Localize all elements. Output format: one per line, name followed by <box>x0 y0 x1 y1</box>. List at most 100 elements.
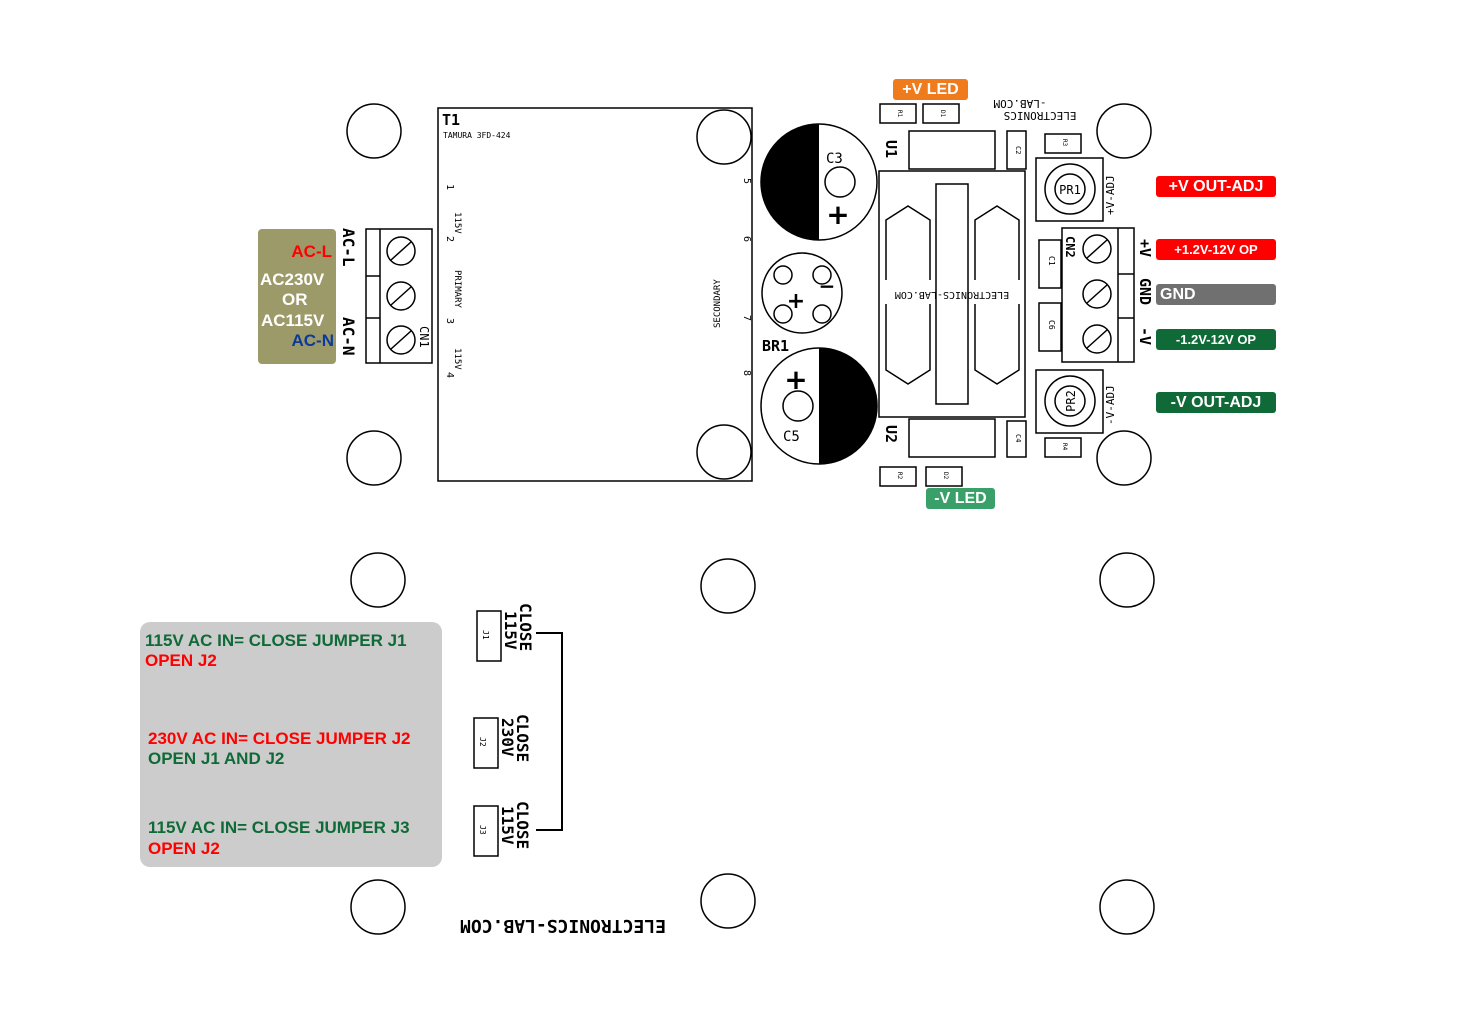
ac-line-label: AC-L <box>291 242 332 261</box>
label-minus-v-adj: -V-ADJ <box>1104 385 1117 425</box>
mounting-hole <box>1099 552 1155 608</box>
jumper-j1 <box>476 610 502 662</box>
label-r4: R4 <box>1061 443 1068 451</box>
transformer-ref: T1 <box>442 111 460 129</box>
label-d2: D2 <box>942 472 949 480</box>
label-u2: U2 <box>882 425 900 443</box>
label-j3: J3 <box>478 825 487 835</box>
c5-polarity-fill <box>819 348 877 464</box>
plus-op-label: +1.2V-12V OP <box>1156 239 1276 260</box>
jumper-notes-box: 115V AC IN= CLOSE JUMPER J1 OPEN J2 230V… <box>140 622 442 867</box>
label-cn2: CN2 <box>1063 236 1077 258</box>
label-ac-l: AC-L <box>339 228 358 267</box>
mounting-hole <box>1099 879 1155 935</box>
label-j2: J2 <box>478 737 487 747</box>
label-r3: R3 <box>1061 139 1068 147</box>
label-pr2: PR2 <box>1064 390 1078 412</box>
capacitor-c6 <box>1038 302 1062 352</box>
minus-v-out-adj-label: -V OUT-ADJ <box>1156 392 1276 413</box>
heatsink <box>878 170 1026 418</box>
jumper-j2-volts: 230V <box>498 718 517 757</box>
trimmer-pr1 <box>1035 157 1104 222</box>
capacitor-c4 <box>1006 420 1027 458</box>
resistor-r2 <box>879 466 917 487</box>
transformer-outline <box>437 107 753 482</box>
label-u1: U1 <box>882 140 900 158</box>
label-c2: C2 <box>1014 146 1022 154</box>
bridge-rectifier-br1 <box>761 252 843 334</box>
note-1-line-2: OPEN J2 <box>145 651 217 670</box>
mounting-hole <box>1096 103 1152 159</box>
led-d1 <box>922 103 960 124</box>
trimmer-pr2 <box>1035 369 1104 434</box>
label-minus-v: -V <box>1136 327 1154 345</box>
plus-v-led-label: +V LED <box>893 79 968 100</box>
regulator-u2 <box>908 418 996 458</box>
led-d2 <box>925 466 963 487</box>
transformer-pin-5: 5 <box>741 178 752 184</box>
label-plus-v-adj: +V-ADJ <box>1104 175 1117 215</box>
brand-top-1: ELECTRONICS <box>1004 109 1077 122</box>
brand-bottom: ELECTRONICS-LAB.COM <box>460 915 666 936</box>
brand-center: ELECTRONICS-LAB.COM <box>895 289 1009 300</box>
transformer-pin-8: 8 <box>741 370 752 376</box>
ac-voltage-230: AC230V <box>260 270 325 289</box>
note-3-line-1: 115V AC IN= CLOSE JUMPER J3 <box>148 818 410 837</box>
transformer-pin-3: 3 <box>444 318 455 324</box>
ac-neutral-label: AC-N <box>291 331 335 350</box>
transformer-tap-bottom: 115V <box>452 348 462 370</box>
mounting-hole <box>1096 430 1152 486</box>
minus-v-led-label: -V LED <box>926 488 995 509</box>
transformer-pin-7: 7 <box>741 315 752 321</box>
mounting-hole <box>350 879 406 935</box>
label-gnd: GND <box>1136 278 1154 305</box>
mounting-hole <box>350 552 406 608</box>
resistor-r3 <box>1044 133 1082 154</box>
gnd-label: GND <box>1156 284 1276 305</box>
note-1-line-1: 115V AC IN= CLOSE JUMPER J1 <box>145 631 407 650</box>
label-c4: C4 <box>1014 434 1022 442</box>
transformer-tap-top: 115V <box>452 212 462 234</box>
label-c3: C3 <box>826 151 843 167</box>
label-cn1: CN1 <box>417 326 431 348</box>
label-c1: C1 <box>1047 256 1056 266</box>
label-j1: J1 <box>481 630 490 640</box>
mounting-hole <box>696 109 752 165</box>
transformer-pin-4: 4 <box>444 372 455 378</box>
mounting-hole <box>346 103 402 159</box>
transformer-model: TAMURA 3FD-424 <box>443 131 511 140</box>
label-plus-v: +V <box>1136 239 1154 257</box>
brand-top-2: -LAB.COM <box>993 97 1046 110</box>
label-r1: R1 <box>896 110 903 118</box>
label-d1: D1 <box>939 110 946 118</box>
jumper-j1-close: CLOSE <box>516 603 535 651</box>
note-2-line-1: 230V AC IN= CLOSE JUMPER J2 <box>148 729 411 748</box>
transformer-pin-1: 1 <box>444 184 455 190</box>
transformer-primary: PRIMARY <box>452 270 462 309</box>
resistor-r1 <box>879 103 917 124</box>
note-2-line-2: OPEN J1 AND J2 <box>148 749 285 768</box>
label-br1: BR1 <box>762 337 789 355</box>
jumper-j3-close: CLOSE <box>513 801 532 849</box>
regulator-u1 <box>908 130 996 170</box>
cn2-terminal-block <box>1061 227 1135 363</box>
mounting-hole <box>700 873 756 929</box>
jumper-bracket <box>536 632 563 831</box>
c3-polarity-fill <box>761 124 819 240</box>
svg-text:−: − <box>819 274 836 298</box>
jumper-j3 <box>473 805 499 857</box>
svg-text:+: + <box>826 198 849 231</box>
svg-text:+: + <box>787 289 805 314</box>
jumper-j3-volts: 115V <box>498 806 517 845</box>
transformer-pin-6: 6 <box>741 236 752 242</box>
jumper-j1-volts: 115V <box>501 611 520 650</box>
label-r2: R2 <box>896 472 903 480</box>
transformer-secondary: SECONDARY <box>713 279 723 328</box>
mounting-hole <box>346 430 402 486</box>
label-pr1: PR1 <box>1059 183 1081 197</box>
resistor-r4 <box>1044 437 1082 458</box>
label-ac-n: AC-N <box>339 317 358 356</box>
jumper-j2 <box>473 717 499 769</box>
capacitor-c1 <box>1038 239 1062 289</box>
